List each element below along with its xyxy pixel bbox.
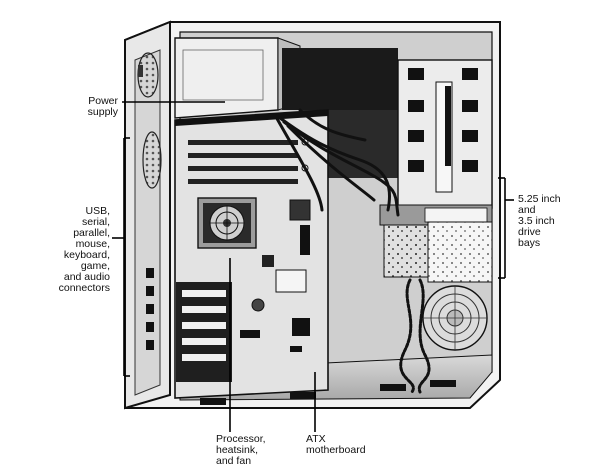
label-motherboard-line2: motherboard	[306, 444, 366, 456]
label-connectors-line3: parallel,	[73, 227, 110, 239]
drive-bays	[397, 59, 493, 209]
label-drive-bays-line1: 5.25 inch	[518, 193, 561, 205]
label-processor-line2: heatsink,	[216, 444, 259, 456]
label-power-supply-line2: supply	[87, 106, 118, 118]
label-connectors-line4: mouse,	[75, 238, 110, 250]
label-connectors-line6: game,	[80, 260, 110, 272]
label-drive-bays-line4: drive	[518, 226, 541, 238]
io-connectors	[146, 268, 154, 350]
case-feet	[200, 380, 456, 405]
power-supply	[174, 37, 301, 119]
expansion-slots	[176, 282, 232, 382]
cpu-heatsink-fan	[197, 197, 257, 249]
label-motherboard-line1: ATX	[306, 433, 326, 445]
label-connectors: USB, serial, parallel, mouse, keyboard, …	[30, 206, 110, 294]
label-drive-bays-line3: 3.5 inch	[518, 215, 555, 227]
case-fan	[422, 285, 488, 351]
front-grill-middle	[142, 131, 162, 189]
label-drive-bays: 5.25 inch and 3.5 inch drive bays	[518, 194, 594, 249]
front-grill-top	[137, 52, 159, 98]
label-drive-bays-line5: bays	[518, 237, 541, 249]
label-connectors-line7: and audio	[63, 271, 110, 283]
label-power-supply: Power supply	[50, 96, 118, 118]
label-connectors-line1: USB,	[85, 205, 110, 217]
label-motherboard: ATX motherboard	[306, 434, 396, 456]
label-drive-bays-line2: and	[518, 204, 536, 216]
label-processor-line3: and fan	[216, 455, 252, 467]
label-connectors-line8: connectors	[58, 282, 110, 294]
label-processor: Processor, heatsink, and fan	[216, 434, 286, 467]
leader-lines	[112, 101, 514, 432]
hard-drive-upper	[379, 204, 493, 226]
hard-drive-lower	[383, 221, 493, 283]
label-connectors-line2: serial,	[81, 216, 110, 228]
cable-bundle	[273, 108, 431, 394]
label-power-supply-line1: Power	[88, 95, 118, 107]
label-connectors-line5: keyboard,	[63, 249, 110, 261]
label-processor-line1: Processor,	[216, 433, 266, 445]
